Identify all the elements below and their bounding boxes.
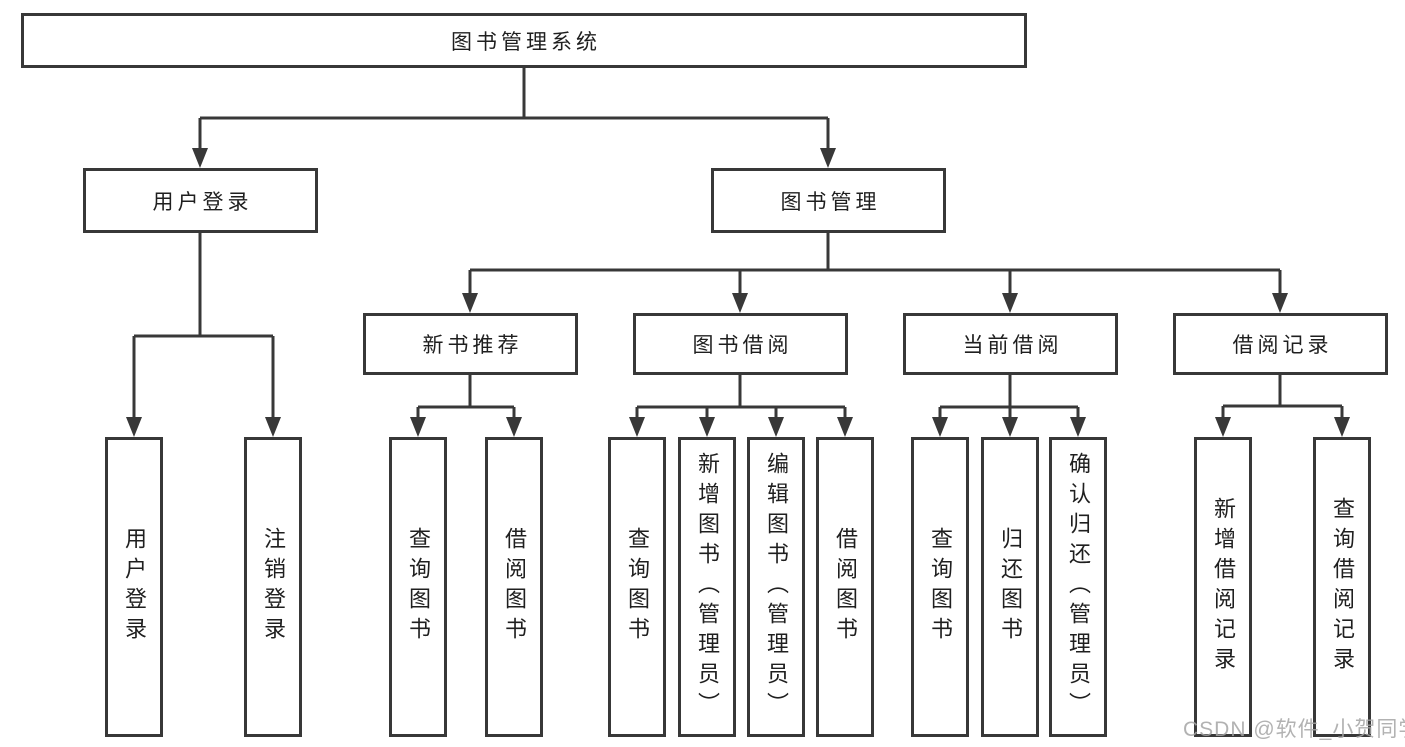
leaf-query-book: 查询图书 bbox=[389, 437, 447, 737]
watermark: CSDN @软件_小贺同学 bbox=[1183, 718, 1405, 741]
node-label: 图书管理系统 bbox=[451, 30, 601, 54]
node-label: 新增借阅记录 bbox=[1211, 497, 1236, 677]
leaf-borrow-book: 借阅图书 bbox=[816, 437, 874, 737]
node-label: 借阅记录 bbox=[1232, 334, 1333, 357]
node-label: 查询图书 bbox=[406, 527, 431, 647]
leaf-logout: 注销登录 bbox=[244, 437, 302, 737]
node-current-borrow: 当前借阅 bbox=[903, 313, 1118, 375]
leaf-confirm-return-admin: 确认归还（管理员） bbox=[1049, 437, 1107, 737]
leaf-user-login: 用户登录 bbox=[105, 437, 163, 737]
node-label: 查询借阅记录 bbox=[1330, 497, 1355, 677]
leaf-add-book-admin: 新增图书（管理员） bbox=[678, 437, 736, 737]
node-label: 借阅图书 bbox=[833, 527, 858, 647]
connector-root-to-level2 bbox=[192, 68, 836, 168]
leaf-query-book: 查询图书 bbox=[608, 437, 666, 737]
node-label: 用户登录 bbox=[152, 190, 253, 214]
connector-book-borrow-branch bbox=[629, 375, 853, 437]
leaf-borrow-book: 借阅图书 bbox=[485, 437, 543, 737]
node-borrow-records: 借阅记录 bbox=[1173, 313, 1388, 375]
node-label: 图书管理 bbox=[780, 190, 881, 214]
node-label: 查询图书 bbox=[928, 527, 953, 647]
node-label: 编辑图书（管理员） bbox=[764, 452, 789, 722]
leaf-return-book: 归还图书 bbox=[981, 437, 1039, 737]
node-label: 确认归还（管理员） bbox=[1066, 452, 1091, 722]
node-system-root: 图书管理系统 bbox=[21, 13, 1027, 68]
connector-user-login-branch bbox=[126, 233, 281, 437]
node-label: 当前借阅 bbox=[962, 334, 1063, 357]
node-label: 借阅图书 bbox=[502, 527, 527, 647]
connector-current-borrow-branch bbox=[932, 375, 1086, 437]
node-label: 查询图书 bbox=[625, 527, 650, 647]
node-user-login: 用户登录 bbox=[83, 168, 318, 233]
node-book-management: 图书管理 bbox=[711, 168, 946, 233]
node-book-borrow: 图书借阅 bbox=[633, 313, 848, 375]
connector-book-mgmt-branch bbox=[462, 233, 1288, 313]
node-label: 新增图书（管理员） bbox=[695, 452, 720, 722]
node-label: 注销登录 bbox=[261, 527, 286, 647]
connector-new-book-branch bbox=[410, 375, 522, 437]
connector-borrow-record-branch bbox=[1215, 375, 1350, 437]
node-new-book-recommend: 新书推荐 bbox=[363, 313, 578, 375]
node-label: 用户登录 bbox=[122, 527, 147, 647]
node-label: 图书借阅 bbox=[692, 334, 793, 357]
leaf-query-book: 查询图书 bbox=[911, 437, 969, 737]
leaf-edit-book-admin: 编辑图书（管理员） bbox=[747, 437, 805, 737]
node-label: 新书推荐 bbox=[422, 334, 523, 357]
leaf-query-borrow-record: 查询借阅记录 bbox=[1313, 437, 1371, 737]
node-label: 归还图书 bbox=[998, 527, 1023, 647]
leaf-add-borrow-record: 新增借阅记录 bbox=[1194, 437, 1252, 737]
